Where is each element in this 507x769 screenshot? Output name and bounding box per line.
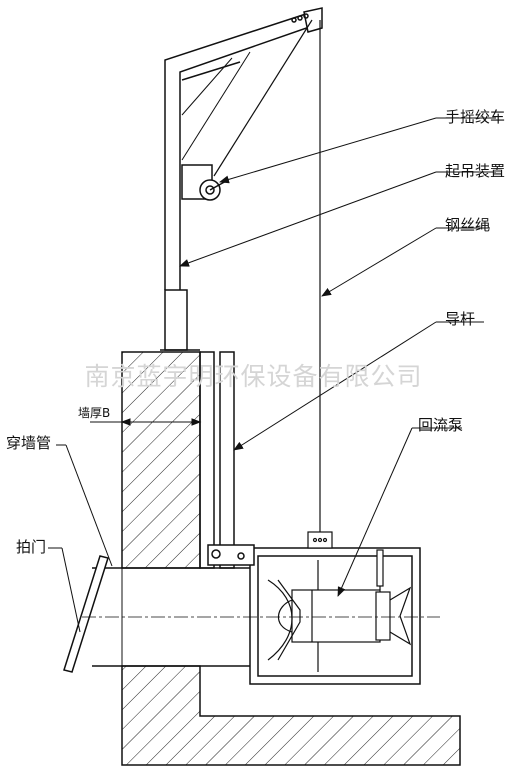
hand-winch <box>181 164 229 201</box>
guide-rod <box>199 351 255 569</box>
label-lifting-device: 起吊装置 <box>445 162 506 180</box>
label-guide-rod: 导杆 <box>445 310 476 328</box>
label-wall-thickness: 墙厚B <box>78 406 111 420</box>
label-wire-rope: 钢丝绳 <box>445 216 491 234</box>
return-pump-body <box>267 549 412 672</box>
label-flap-gate: 拍门 <box>16 538 47 556</box>
wall-thickness-dimension <box>90 418 202 426</box>
flap-gate <box>63 555 109 673</box>
label-return-pump: 回流泵 <box>418 416 464 434</box>
wire-rope <box>213 19 333 549</box>
label-wall-pipe: 穿墙管 <box>6 434 52 452</box>
pump-chamber <box>249 547 421 685</box>
label-hand-winch: 手摇绞车 <box>445 108 506 126</box>
leader-lines <box>48 117 496 633</box>
watermark: 南京蓝宇明环保设备有限公司 <box>84 362 423 391</box>
